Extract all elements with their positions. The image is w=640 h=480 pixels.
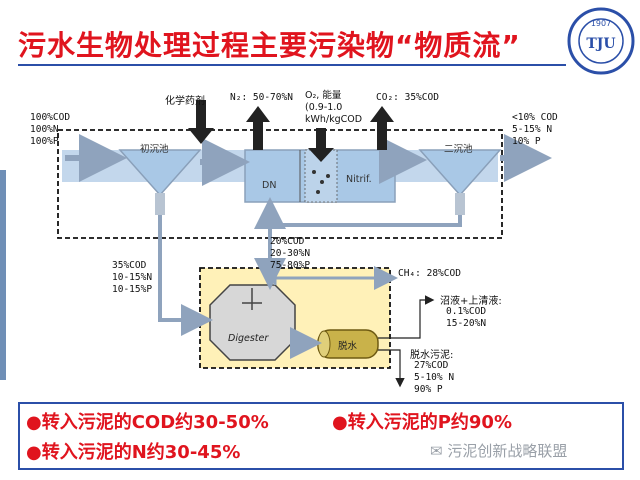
page-title: 污水生物处理过程主要污染物“物质流”	[18, 29, 521, 62]
watermark: ✉ 污泥创新战略联盟	[430, 440, 567, 461]
primary-clarifier-label: 初沉池	[140, 144, 169, 155]
effluent-label: <10% COD 5-15% N 10% P	[512, 112, 558, 147]
co2-label: CO₂: 35%COD	[376, 92, 439, 103]
process-diagram	[57, 100, 552, 388]
o2-label: O₂, 能量 (0.9-1.0 kWh/kgCOD	[305, 90, 363, 125]
chemicals-label: 化学药剂	[165, 96, 205, 107]
influent-label: 100%COD 100%N 100%P	[30, 112, 71, 147]
main-process-box	[57, 129, 503, 239]
svg-text:TJU: TJU	[586, 36, 615, 52]
title-underline	[18, 64, 566, 66]
n2-label: N₂: 50-70%N	[230, 92, 293, 103]
nitrification-zone-label: Nitrif.	[346, 174, 372, 185]
primary-clarifier	[118, 149, 202, 197]
wechat-icon: ✉	[430, 442, 443, 460]
university-logo: 1907 TJU	[567, 7, 635, 75]
primary-sludge-label: 35%COD 10-15%N 10-15%P	[112, 260, 153, 295]
ch4-label: CH₄: 28%COD	[398, 268, 461, 279]
digester-liquor-title: 沼液+上清液:	[440, 296, 502, 307]
secondary-sludge-label: 20%COD 20-30%N 75-80%P	[270, 236, 311, 271]
bullet-cod: ●转入污泥的COD约30-50%	[26, 412, 269, 433]
summary-box: ●转入污泥的COD约30-50% ●转入污泥的P约90% ●转入污泥的N约30-…	[18, 402, 624, 470]
bullet-p: ●转入污泥的P约90%	[332, 412, 512, 433]
dn-zone-label: DN	[262, 180, 277, 191]
dewatered-sludge-values: 27%COD 5-10% N 90% P	[414, 360, 455, 395]
digester-liquor-values: 0.1%COD 15-20%N	[446, 306, 487, 329]
secondary-clarifier-label: 二沉池	[444, 144, 473, 155]
watermark-text: 污泥创新战略联盟	[447, 442, 568, 460]
dewatered-sludge-title: 脱水污泥:	[410, 350, 454, 361]
digester-label: Digester	[228, 333, 269, 344]
dewatering-label: 脱水	[338, 341, 358, 352]
left-sidebar-bar	[0, 170, 6, 380]
bullet-n: ●转入污泥的N约30-45%	[26, 442, 241, 463]
logo-year: 1907	[591, 19, 611, 28]
secondary-clarifier	[418, 149, 502, 197]
